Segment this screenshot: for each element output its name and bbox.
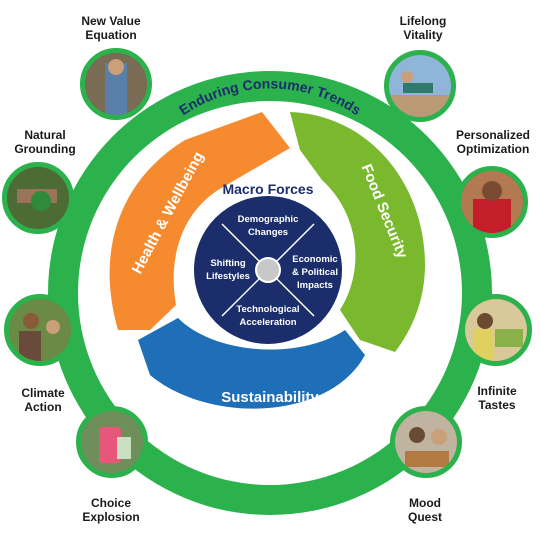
driver-label-line: Vitality [403, 28, 443, 42]
driver-label-line: Personalized [455, 128, 531, 142]
driver-label-line: Explosion [82, 510, 140, 524]
driver-new-value-equation: New Value Equation [56, 14, 166, 42]
macro-forces-title: Macro Forces [222, 181, 313, 197]
photo-climate-action [4, 294, 76, 366]
driver-label-line: Grounding [14, 142, 76, 156]
core-hub [255, 257, 281, 283]
sustainability-arrow [138, 318, 365, 409]
driver-label-line: Choice [90, 496, 131, 510]
driver-label-line: Mood [409, 496, 441, 510]
driver-personalized-optimization: Personalized Optimization [438, 128, 540, 156]
driver-mood-quest: Mood Quest [370, 496, 480, 524]
driver-label-line: Climate [21, 386, 65, 400]
photo-natural-grounding [2, 162, 74, 234]
photo-mood-quest [390, 406, 462, 478]
driver-natural-grounding: Natural Grounding [0, 128, 100, 156]
photo-personalized-optimization [456, 166, 528, 238]
driver-label-line: Infinite [477, 384, 517, 398]
driver-label-line: Natural [24, 128, 66, 142]
driver-label-line: Lifelong [399, 14, 447, 28]
photo-lifelong-vitality [384, 50, 456, 122]
sustainability-label: Sustainability [221, 389, 319, 406]
driver-label-line: Optimization [456, 142, 530, 156]
driver-choice-explosion: Choice Explosion [56, 496, 166, 524]
health-wellbeing-arrow [109, 112, 290, 330]
photo-infinite-tastes [460, 294, 532, 366]
driver-climate-action: Climate Action [0, 386, 98, 414]
photo-new-value-equation [80, 48, 152, 120]
driver-lifelong-vitality: Lifelong Vitality [368, 14, 478, 42]
driver-label-line: New Value [81, 14, 141, 28]
driver-label-line: Quest [407, 510, 442, 524]
food-security-arrow [290, 112, 425, 352]
photo-choice-explosion [76, 406, 148, 478]
driver-label-line: Equation [85, 28, 137, 42]
driver-label-line: Action [24, 400, 62, 414]
driver-infinite-tastes: Infinite Tastes [442, 384, 540, 412]
driver-label-line: Tastes [478, 398, 516, 412]
